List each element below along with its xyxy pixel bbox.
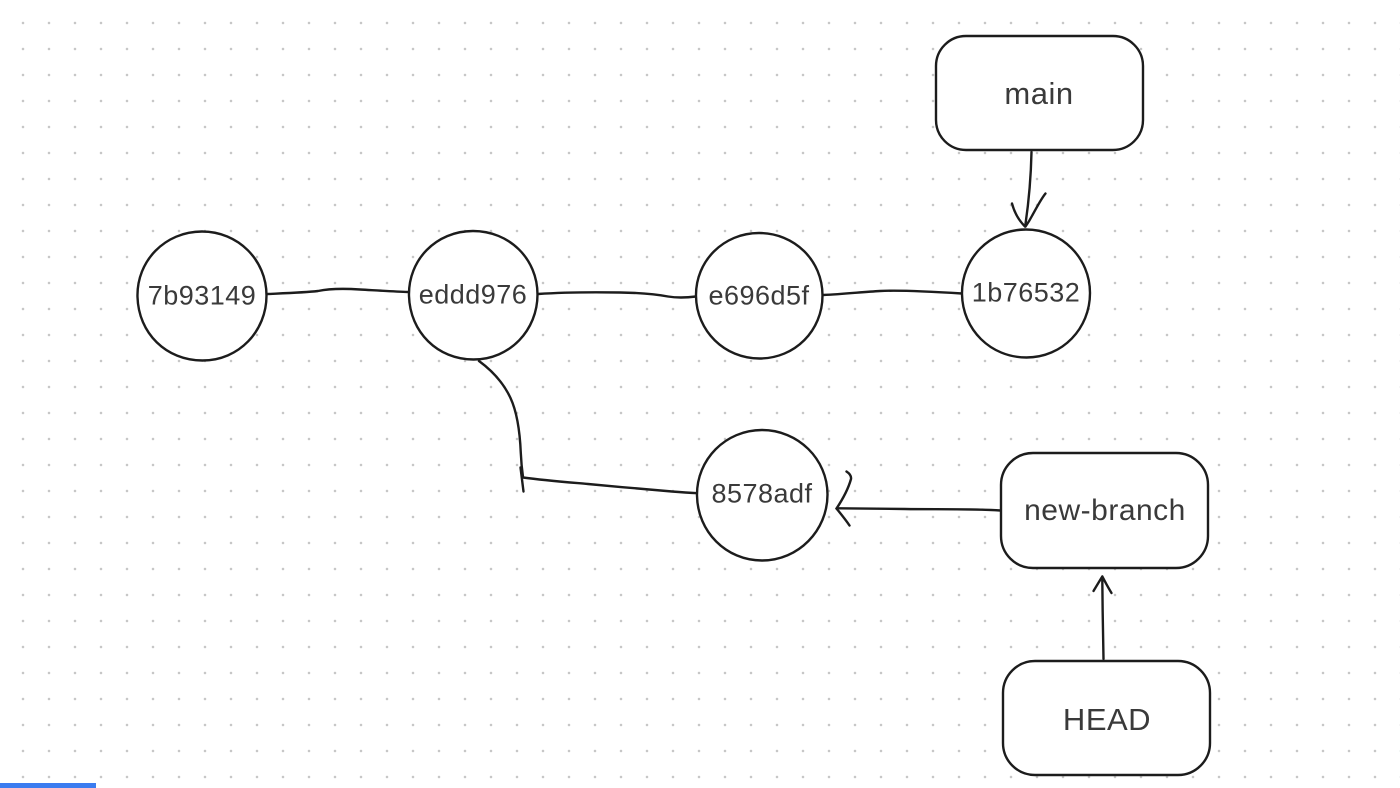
- arrow-main-to-1b76532: [1024, 150, 1033, 226]
- arrowhead-main-right-stroke: [1024, 192, 1047, 228]
- commit-circle-8578adf: [695, 428, 829, 562]
- commit-label-7b93149: 7b93149: [147, 280, 257, 311]
- branch-edge-horizontal: [521, 476, 699, 495]
- arrowhead-head-right-stroke: [1101, 575, 1113, 595]
- ref-box-new-branch: [999, 451, 1210, 570]
- commit-circle-1b76532: [960, 228, 1092, 359]
- ref-box-main: [934, 34, 1145, 152]
- arrowhead-head-left-stroke: [1092, 575, 1104, 593]
- edge-7b93149-eddd976: [265, 287, 410, 296]
- edge-eddd976-e696d5f: [536, 291, 698, 299]
- arrow-head-to-new-branch: [1101, 577, 1105, 661]
- ref-box-head: [1001, 659, 1212, 777]
- commit-circle-eddd976: [407, 229, 539, 361]
- arrowhead-new-branch-upper-stroke: [835, 470, 853, 510]
- arrowhead-main-left-stroke: [1010, 202, 1027, 228]
- arrow-new-branch-to-8578adf: [837, 507, 1002, 512]
- horizontal-scrollbar-thumb[interactable]: [0, 783, 96, 788]
- branch-edge-corner-tick: [519, 466, 525, 493]
- commit-circle-e696d5f: [694, 231, 824, 360]
- commit-label-e696d5f: e696d5f: [708, 280, 810, 311]
- ref-label-head: HEAD: [1062, 702, 1152, 737]
- ref-label-main: main: [1004, 76, 1074, 111]
- ref-label-new-branch: new-branch: [1024, 494, 1186, 527]
- edge-e696d5f-1b76532: [821, 289, 964, 297]
- commit-circle-7b93149: [136, 230, 268, 362]
- commit-label-eddd976: eddd976: [418, 279, 528, 310]
- commit-label-1b76532: 1b76532: [971, 277, 1081, 308]
- branch-edge-eddd976-8578adf: [477, 359, 525, 479]
- commit-label-8578adf: 8578adf: [711, 478, 813, 509]
- arrowhead-new-branch-lower-stroke: [835, 507, 851, 527]
